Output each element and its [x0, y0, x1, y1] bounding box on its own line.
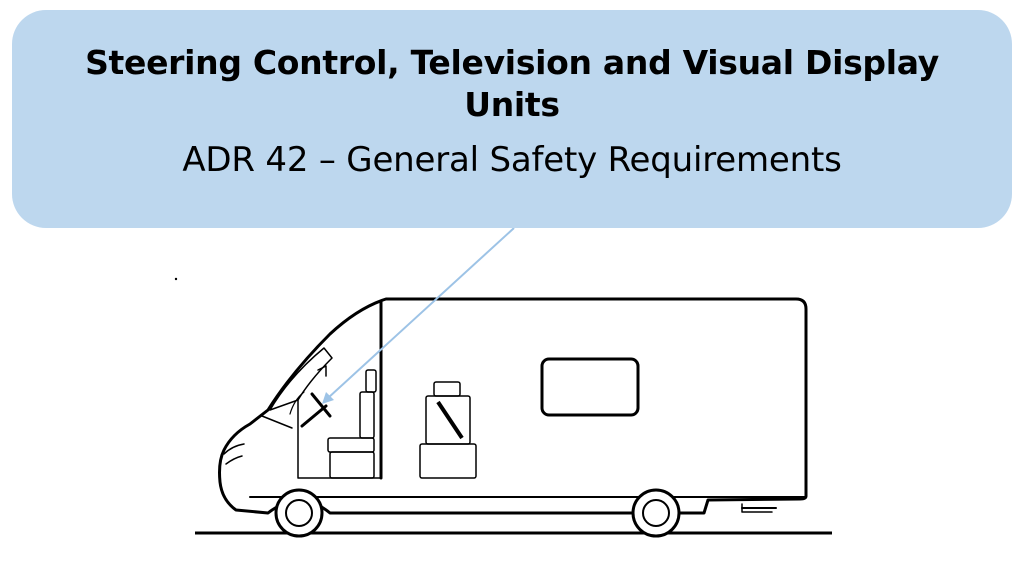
callout-pointer-line — [327, 227, 515, 399]
callout-subtitle: ADR 42 – General Safety Requirements — [182, 140, 842, 180]
callout-pointer-arrowhead — [322, 392, 334, 404]
vehicle-body — [218, 297, 808, 515]
title-callout: Steering Control, Television and Visual … — [12, 10, 1012, 228]
callout-title: Steering Control, Television and Visual … — [85, 43, 939, 124]
passenger-seat-icon — [419, 381, 477, 479]
stray-dot — [174, 277, 178, 281]
rear-wheel — [631, 488, 681, 538]
steering-wheel-icon — [289, 391, 332, 428]
driver-seat-icon — [327, 369, 377, 479]
front-wheel — [274, 488, 324, 538]
